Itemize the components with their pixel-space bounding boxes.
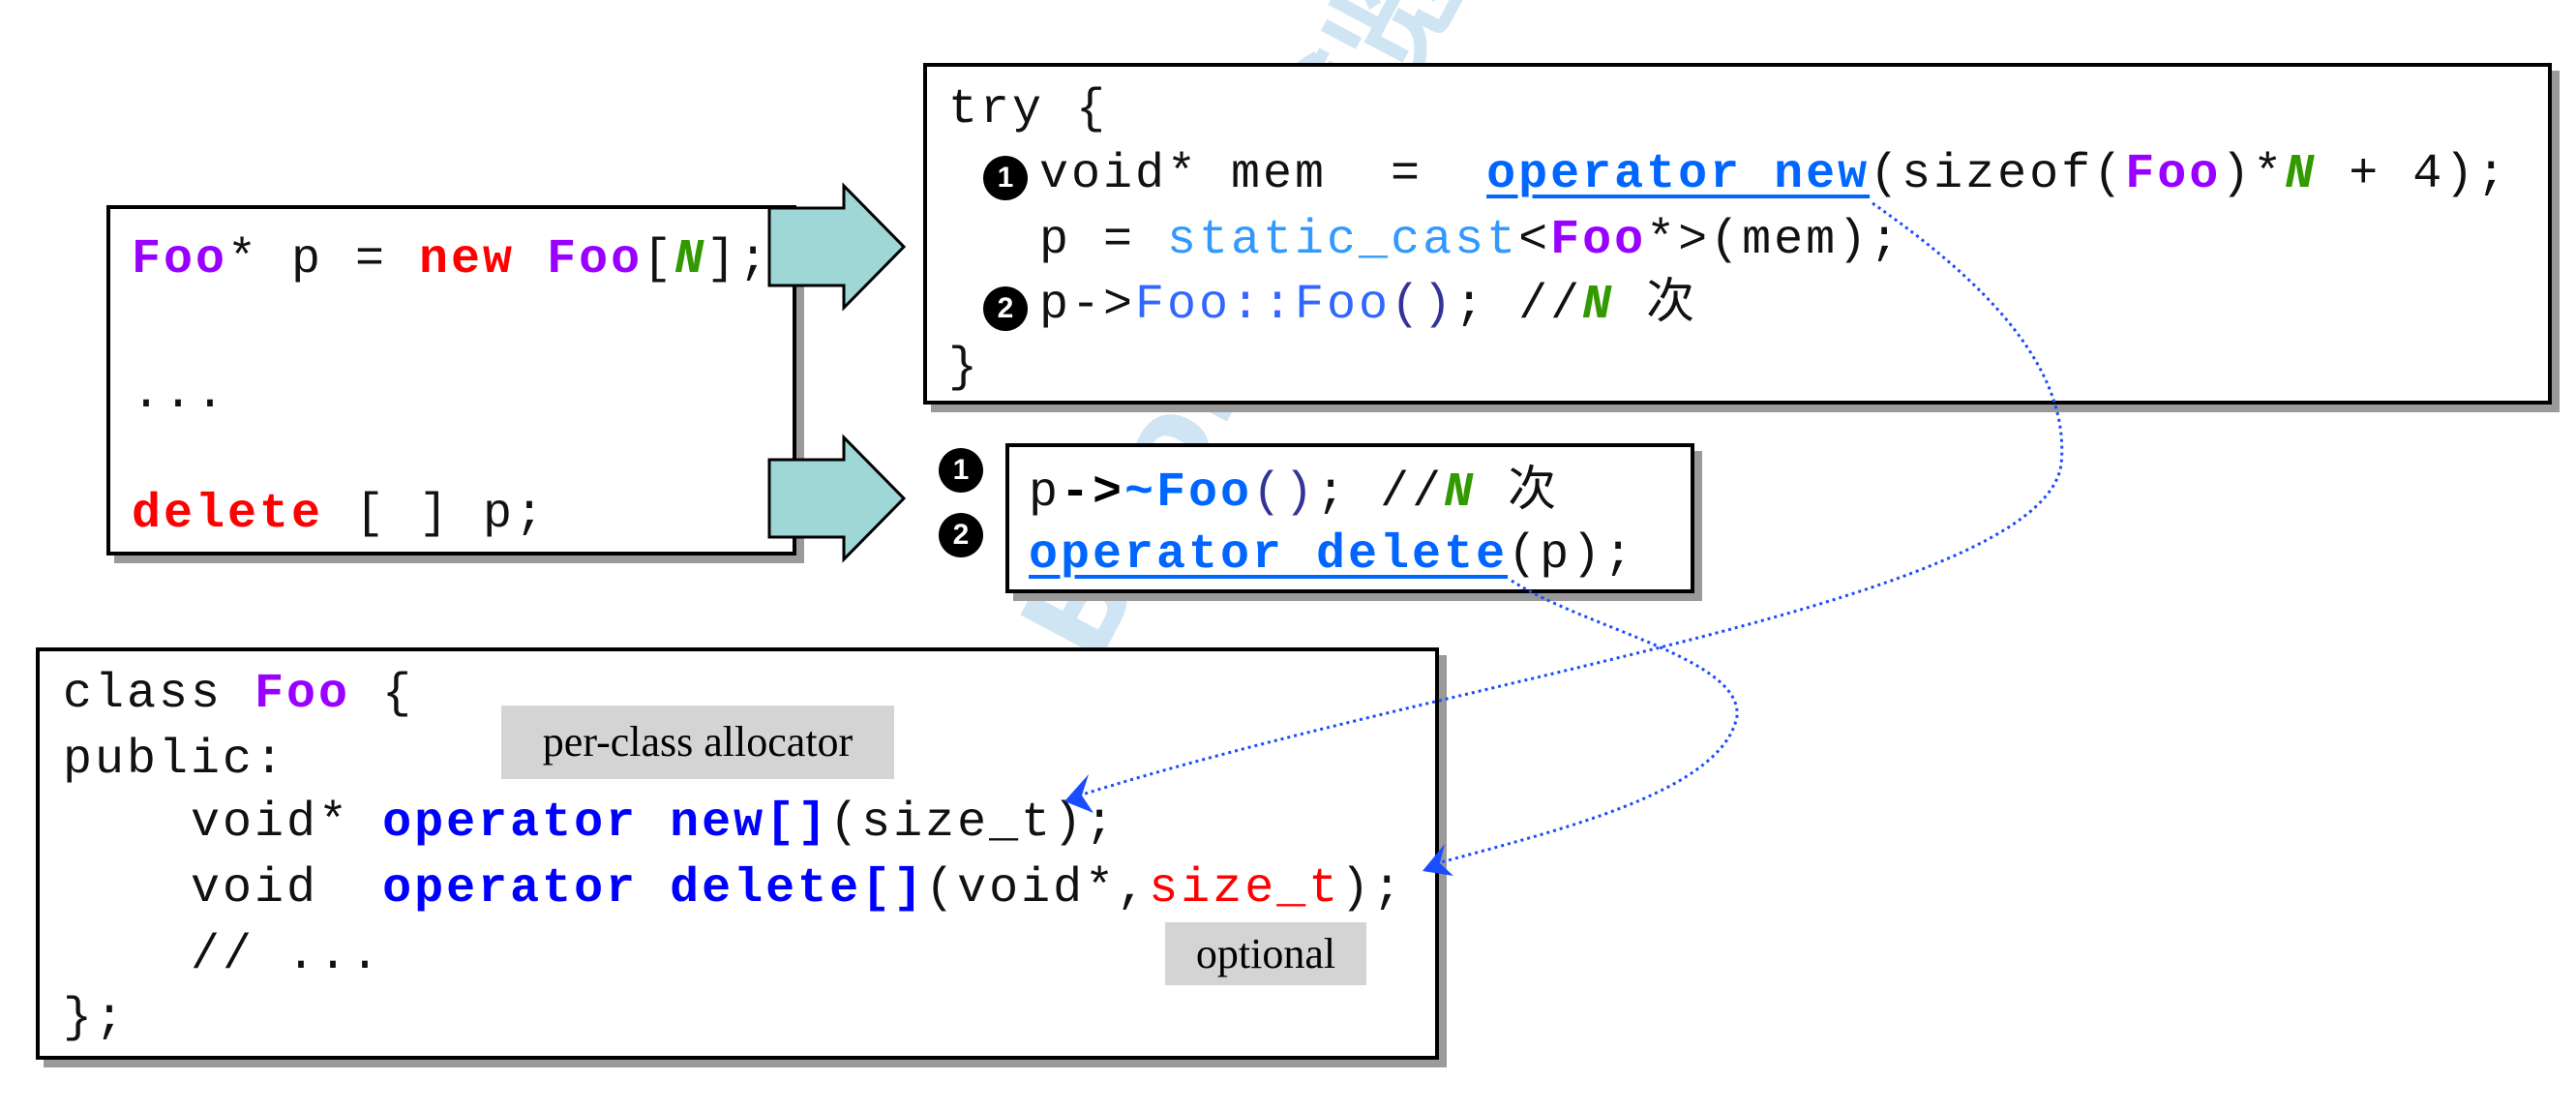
code-token: ; //	[1316, 465, 1445, 521]
code-token: ()	[1391, 278, 1455, 333]
code-token: operator delete	[1029, 527, 1509, 583]
code-token: p->	[1039, 278, 1136, 333]
code-token: };	[63, 991, 128, 1046]
code-token: Foo	[547, 232, 644, 287]
code-line: public:	[63, 732, 286, 790]
code-line: Foo* p = new Foo[N];	[132, 231, 770, 289]
step-badge-2: 2	[983, 286, 1028, 331]
delete-expansion-box: p->~Foo(); //N 次 operator delete(p);	[1005, 443, 1694, 593]
code-line: void operator delete[](void*,size_t);	[63, 860, 1404, 918]
code-line: // ...	[63, 927, 382, 985]
code-token: try {	[948, 82, 1109, 137]
step-badge-1: 1	[939, 448, 983, 493]
code-token: * p =	[227, 232, 420, 287]
code-token: ()	[1252, 465, 1317, 521]
code-line: }	[948, 340, 980, 398]
dotted-link-operator-delete	[1433, 579, 1739, 866]
code-token: p	[1029, 465, 1062, 521]
expression-box: Foo* p = new Foo[N]; ... delete [ ] p;	[106, 205, 796, 556]
step-badge-2: 2	[939, 513, 983, 557]
code-token: public:	[63, 733, 287, 788]
code-token: Foo	[1550, 213, 1647, 268]
code-token: <	[1518, 213, 1551, 268]
class-box: class Foo { public: void* operator new[]…	[36, 647, 1439, 1060]
code-token: 次	[1614, 278, 1698, 333]
code-token: Foo	[2125, 147, 2222, 202]
code-line: p->Foo::Foo(); //N 次	[1039, 277, 1697, 335]
code-token: // ...	[63, 928, 383, 983]
arrowhead-icon	[1423, 844, 1453, 876]
code-token: Foo	[255, 667, 351, 722]
code-token: ; //	[1454, 278, 1583, 333]
code-token: (p);	[1508, 527, 1636, 583]
code-line: void* operator new[](size_t);	[63, 795, 1117, 853]
code-line: void* mem = operator new(sizeof(Foo)*N +…	[1039, 146, 2508, 204]
code-line: try {	[948, 81, 1108, 139]
code-token: {	[350, 667, 415, 722]
code-token: size_t	[1149, 861, 1341, 916]
code-token: ...	[132, 367, 228, 422]
code-line: ...	[132, 366, 227, 424]
code-token: class	[63, 667, 255, 722]
code-token: operator new	[1486, 147, 1871, 202]
optional-label: optional	[1165, 922, 1366, 985]
code-token: ];	[706, 232, 771, 287]
code-token: operator new[]	[382, 796, 830, 851]
code-token: )*	[2221, 147, 2286, 202]
code-token: void*	[63, 796, 383, 851]
code-line: };	[63, 990, 127, 1048]
step-badge-1: 1	[983, 156, 1028, 200]
code-line: operator delete(p);	[1029, 526, 1635, 585]
code-token: void* mem =	[1039, 147, 1487, 202]
new-expansion-box: try { 1 void* mem = operator new(sizeof(…	[923, 63, 2552, 405]
code-token: N	[1444, 465, 1477, 521]
code-token: static_cast	[1167, 213, 1519, 268]
code-line: p = static_cast<Foo*>(mem);	[1039, 212, 1902, 270]
code-token: (sizeof(	[1870, 147, 2126, 202]
code-token: new	[419, 232, 516, 287]
code-token: Foo::Foo	[1135, 278, 1392, 333]
expands-to-arrow	[767, 434, 907, 563]
code-token: }	[948, 341, 981, 396]
expands-to-arrow	[767, 182, 907, 312]
per-class-allocator-label: per-class allocator	[501, 706, 894, 779]
code-token: N	[674, 232, 707, 287]
code-token: (size_t);	[829, 796, 1118, 851]
code-token: + 4);	[2317, 147, 2509, 202]
code-token: N	[2285, 147, 2318, 202]
code-token: [	[643, 232, 675, 287]
code-token: p =	[1039, 213, 1168, 268]
code-token: void	[63, 861, 383, 916]
code-token: ->	[1061, 465, 1125, 521]
code-line: delete [ ] p;	[132, 486, 547, 544]
code-token: 次	[1476, 465, 1560, 521]
code-line: p->~Foo(); //N 次	[1029, 465, 1559, 523]
code-token: ~Foo	[1124, 465, 1253, 521]
code-token: Foo	[132, 232, 228, 287]
code-token: operator delete[]	[382, 861, 926, 916]
arrowhead-icon	[1064, 774, 1093, 813]
code-token: delete	[132, 487, 324, 542]
code-token: );	[1340, 861, 1405, 916]
code-line: class Foo {	[63, 666, 414, 724]
code-token: (void*,	[925, 861, 1150, 916]
code-token: N	[1582, 278, 1615, 333]
code-token: *>(mem);	[1646, 213, 1902, 268]
dotted-link-operator-new	[1075, 201, 2064, 798]
code-token: [ ] p;	[323, 487, 548, 542]
